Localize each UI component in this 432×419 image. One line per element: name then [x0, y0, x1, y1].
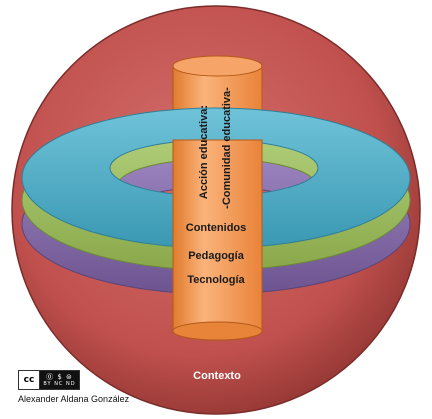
ring-label-contenidos: Contenidos: [186, 222, 247, 234]
author-credit: Alexander Aldana González: [18, 394, 130, 404]
pillar-front: [172, 139, 263, 341]
license-icons-row: ⓪ $ ⊜: [46, 373, 73, 381]
cc-license-badge[interactable]: cc ⓪ $ ⊜ BY NC ND: [18, 370, 80, 390]
pillar-label-line1: Acción educativa:: [198, 105, 210, 199]
ring-label-pedagogia: Pedagogía: [188, 250, 245, 262]
license-terms: ⓪ $ ⊜ BY NC ND: [40, 371, 79, 389]
pillar-label-line2: -Comunidad educativa-: [221, 87, 233, 209]
cc-logo-icon: cc: [19, 371, 40, 389]
sphere-label-contexto: Contexto: [193, 370, 241, 382]
ring-contenidos: [21, 107, 411, 249]
license-icons-text: BY NC ND: [43, 381, 76, 387]
ring-label-tecnologia: Tecnología: [187, 274, 245, 286]
